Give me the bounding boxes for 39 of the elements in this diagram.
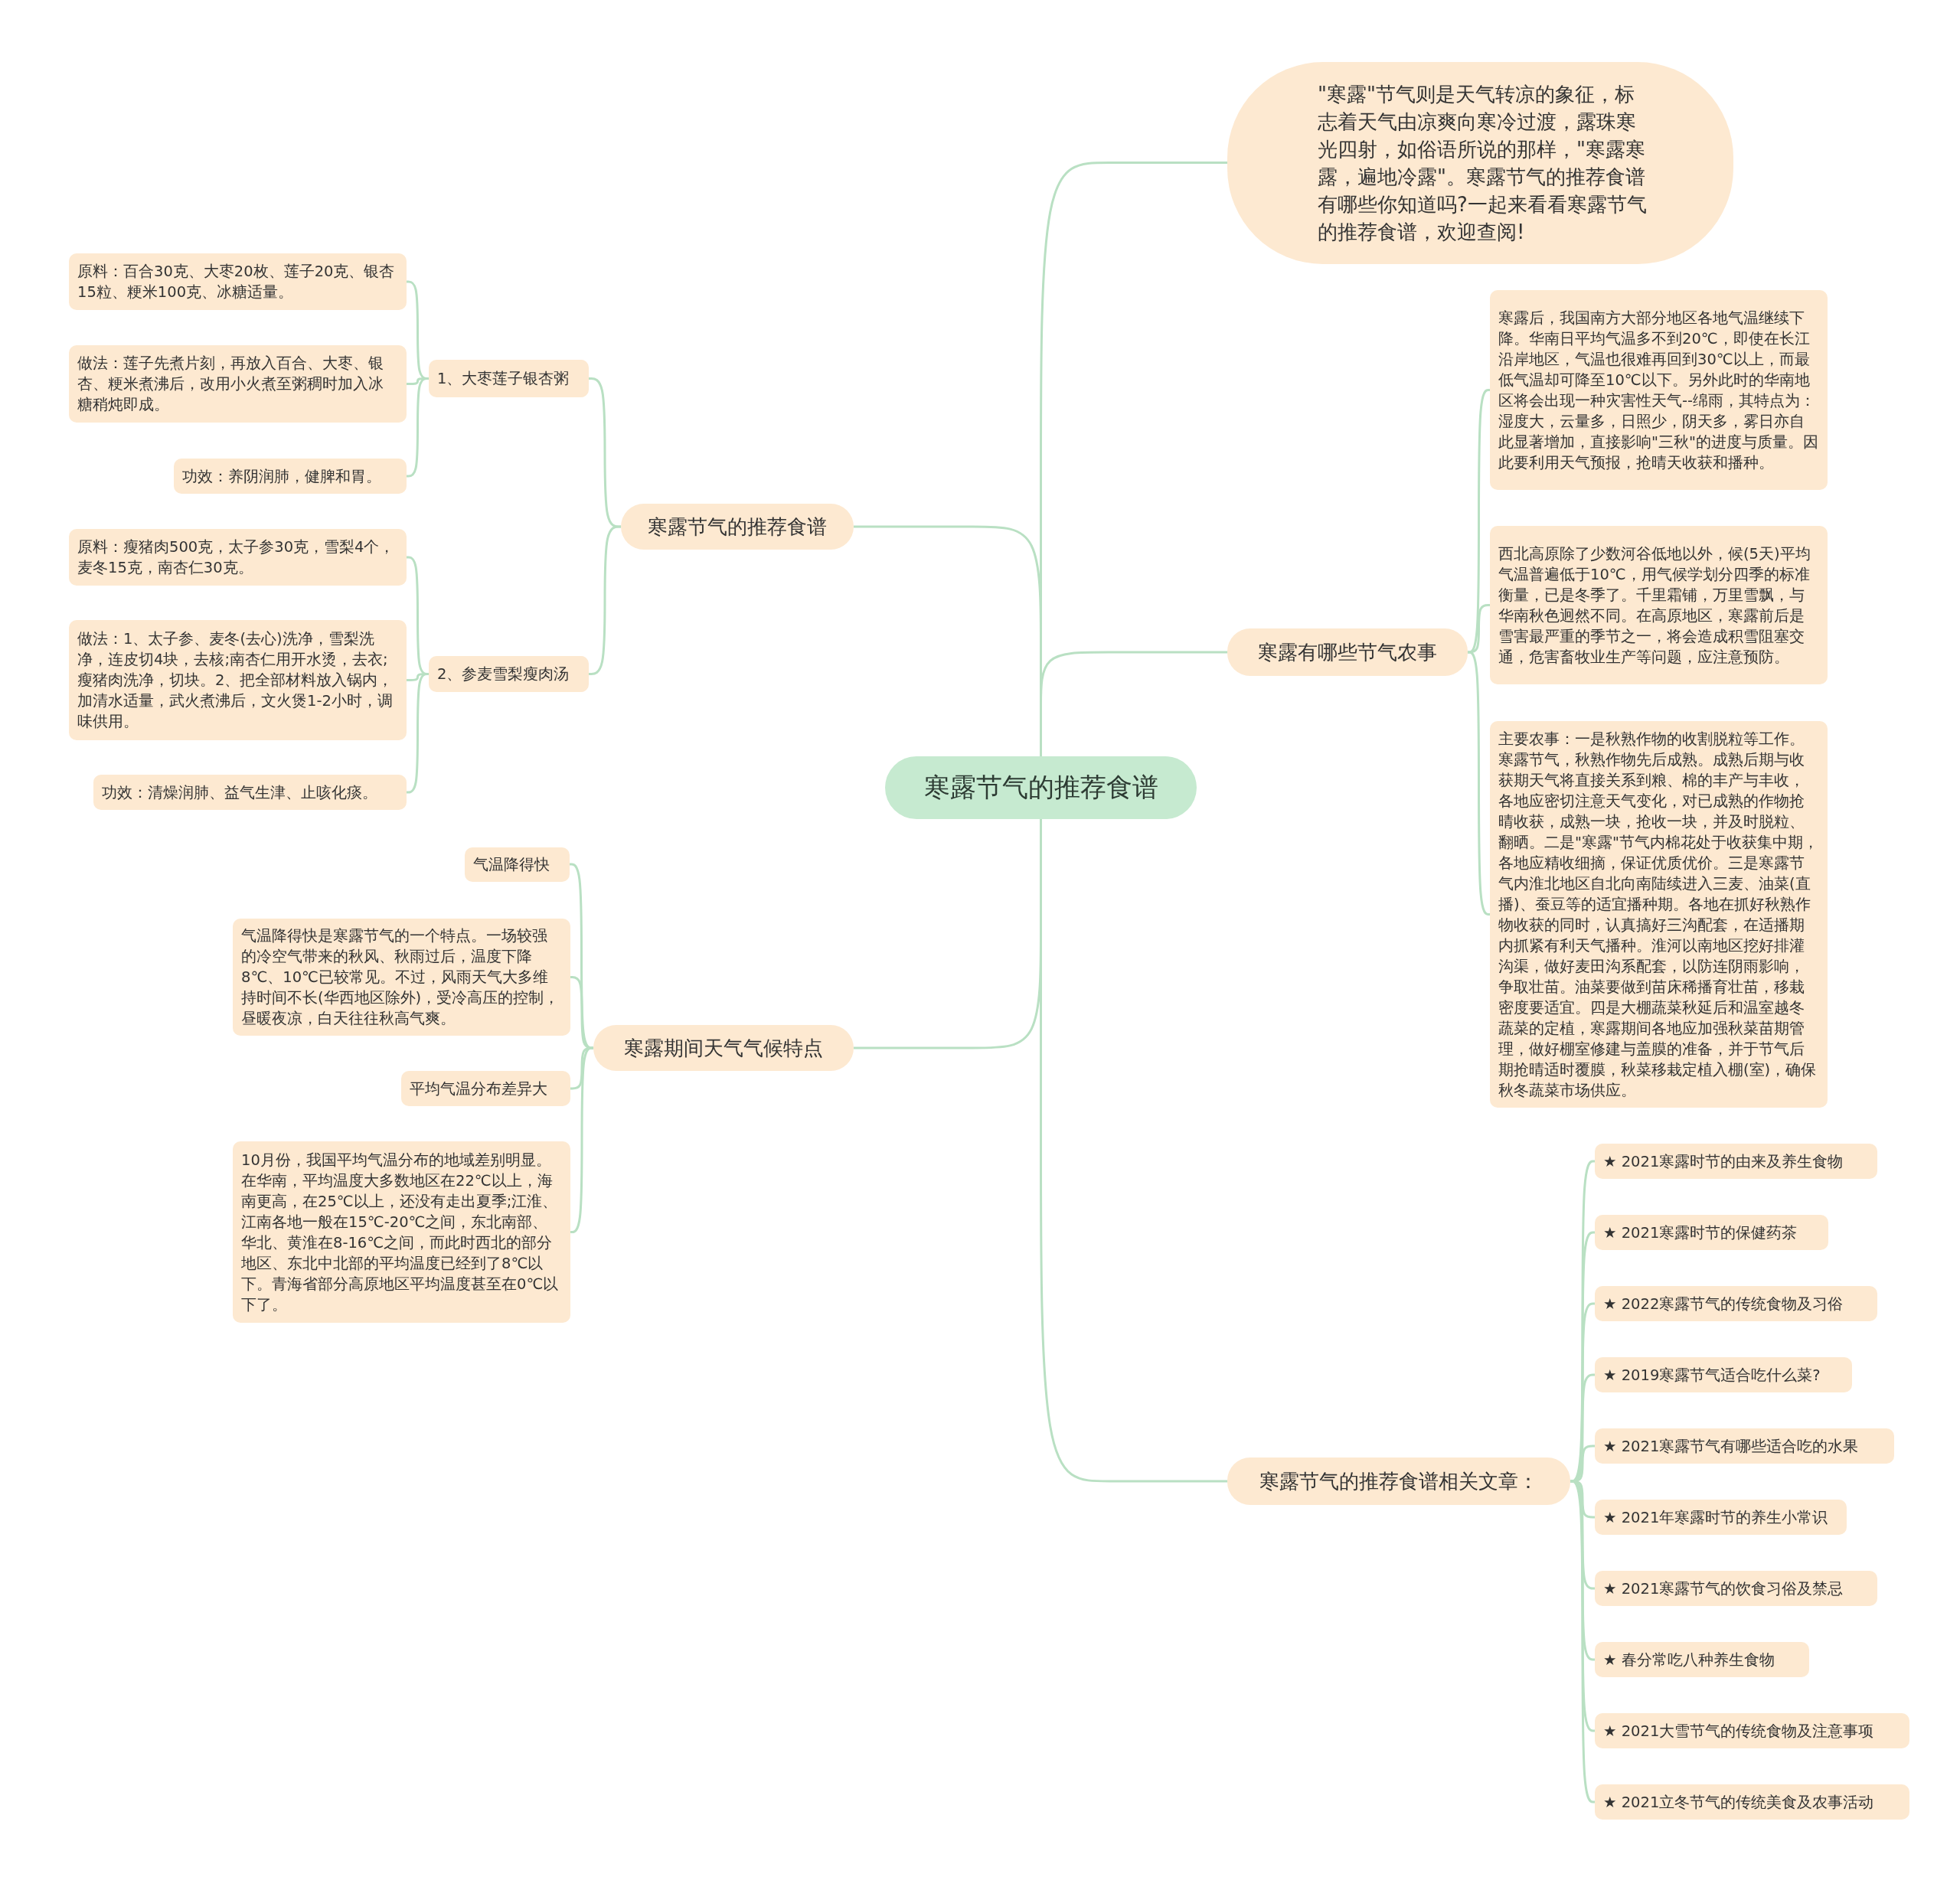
subtopic-card: 气温降得快	[465, 847, 570, 882]
note-card: 做法：1、太子参、麦冬(去心)洗净，雪梨洗净，连皮切4块，去核;南杏仁用开水烫，去衣;瘦猪肉洗净，切块。2、把全部材料放入锅内，加清水适量，武火煮沸后，文火煲1-2小时，调味供用。	[69, 620, 407, 740]
subtopic-card: 功效：养阴润肺，健脾和胃。	[174, 459, 407, 494]
connector-line	[1467, 651, 1491, 916]
connector-line	[589, 525, 621, 675]
connector-line	[407, 377, 429, 478]
connector-line	[407, 673, 429, 794]
subtopic-card: ★ 2021大雪节气的传统食物及注意事项	[1595, 1713, 1909, 1748]
subtopic-card: ★ 2021寒露时节的保健药茶	[1595, 1215, 1828, 1250]
note-card: 原料：百合30克、大枣20枚、莲子20克、银杏15粒、粳米100克、冰糖适量。	[69, 253, 407, 310]
central-topic: 寒露节气的推荐食谱	[885, 756, 1197, 819]
subtopic-card: 平均气温分布差异大	[401, 1071, 570, 1106]
note-card: 原料：瘦猪肉500克，太子参30克，雪梨4个，麦冬15克，南杏仁30克。	[69, 529, 407, 586]
branch-topic: 寒露有哪些节气农事	[1227, 628, 1468, 676]
subtopic-card: ★ 2019寒露节气适合吃什么菜?	[1595, 1357, 1852, 1392]
subtopic-card: ★ 2021寒露节气有哪些适合吃的水果	[1595, 1428, 1894, 1464]
subtopic-card: ★ 2021寒露时节的由来及养生食物	[1595, 1144, 1877, 1179]
branch-topic: 寒露期间天气气候特点	[593, 1025, 854, 1071]
connector-line	[1040, 651, 1227, 756]
subtopic-card: ★ 2021立冬节气的传统美食及农事活动	[1595, 1784, 1909, 1820]
note-card: 做法：莲子先煮片刻，再放入百合、大枣、银杏、粳米煮沸后，改用小火煮至粥稠时加入冰糖稍炖即成。	[69, 345, 407, 423]
subtopic-card: 功效：清燥润肺、益气生津、止咳化痰。	[93, 775, 407, 810]
connector-line	[570, 1046, 593, 1233]
subtopic-card: ★ 2021寒露节气的饮食习俗及禁忌	[1595, 1571, 1877, 1606]
connector-line	[1468, 604, 1490, 654]
branch-topic: 寒露节气的推荐食谱相关文章：	[1227, 1457, 1570, 1505]
note-card: 10月份，我国平均气温分布的地域差别明显。在华南，平均温度大多数地区在22℃以上，海南更高，在25℃以上，还没有走出夏季;江淮、江南各地一般在15℃-20℃之间，东北南部、华北、黄淮在8-16℃之间，而此时西北的部分地区、东北中北部的平均温度已经到了8℃以下。青海省部分高原地区平均温度甚至在0℃以下了。	[233, 1141, 570, 1323]
branch-topic: 寒露节气的推荐食谱	[621, 504, 854, 550]
subtopic-card: ★ 2021年寒露时节的养生小常识	[1595, 1500, 1847, 1535]
note-card: 气温降得快是寒露节气的一个特点。一场较强的冷空气带来的秋风、秋雨过后，温度下降8℃、10℃已较常见。不过，风雨天气大多维持时间不长(华西地区除外)，受冷高压的控制，昼暖夜凉，白天往往秋高气爽。	[233, 919, 570, 1036]
connector-line	[570, 976, 593, 1049]
intro-bubble: "寒露"节气则是天气转凉的象征，标志着天气由凉爽向寒冷过渡，露珠寒光四射，如俗语所说的那样，"寒露寒露，遍地冷露"。寒露节气的推荐食谱有哪些你知道吗?一起来看看寒露节气的推荐食谱，欢迎查阅!	[1227, 61, 1733, 264]
subtopic-card: 2、参麦雪梨瘦肉汤	[429, 656, 589, 692]
note-card: 主要农事：一是秋熟作物的收割脱粒等工作。寒露节气，秋熟作物先后成熟。成熟后期与收获期天气将直接关系到粮、棉的丰产与丰收，各地应密切注意天气变化，对已成熟的作物抢晴收获，成熟一块，抢收一块，并及时脱粒、翻晒。二是"寒露"节气内棉花处于收获集中期，各地应精收细摘，保证优质优价。三是寒露节气内淮北地区自北向南陆续进入三麦、油菜(直播)、蚕豆等的适宜播种期。各地在抓好秋熟作物收获的同时，认真搞好三沟配套，在适播期内抓紧有利天气播种。淮河以南地区挖好排灌沟渠，做好麦田沟系配套，以防连阴雨影响，争取壮苗。油菜要做到苗床稀播育壮苗，移栽密度要适宜。四是大棚蔬菜秋延后和温室越冬蔬菜的定植，寒露期间各地应加强秋菜苗期管理，做好棚室修建与盖膜的准备，并于节气后期抢晴适时覆膜，秋菜移栽定植入棚(室)，确保秋冬蔬菜市场供应。	[1490, 721, 1828, 1108]
subtopic-card: ★ 2022寒露节气的传统食物及习俗	[1595, 1286, 1877, 1321]
subtopic-card: 1、大枣莲子银杏粥	[429, 360, 589, 397]
subtopic-card: ★ 春分常吃八种养生食物	[1595, 1642, 1809, 1677]
note-card: 寒露后，我国南方大部分地区各地气温继续下降。华南日平均气温多不到20℃，即使在长江沿岸地区，气温也很难再回到30℃以上，而最低气温却可降至10℃以下。另外此时的华南地区将会出现一种灾害性天气--绵雨，其特点为：湿度大，云量多，日照少，阴天多，雾日亦自此显著增加，直接影响"三秋"的进度与质量。因此要利用天气预报，抢晴天收获和播种。	[1490, 290, 1828, 490]
note-card: 西北高原除了少数河谷低地以外，候(5天)平均气温普遍低于10℃，用气候学划分四季的标准衡量，已是冬季了。千里霜铺，万里雪飘，与华南秋色迥然不同。在高原地区，寒露前后是雪害最严重的季节之一，将会造成积雪阻塞交通，危害畜牧业生产等问题，应注意预防。	[1490, 526, 1828, 684]
